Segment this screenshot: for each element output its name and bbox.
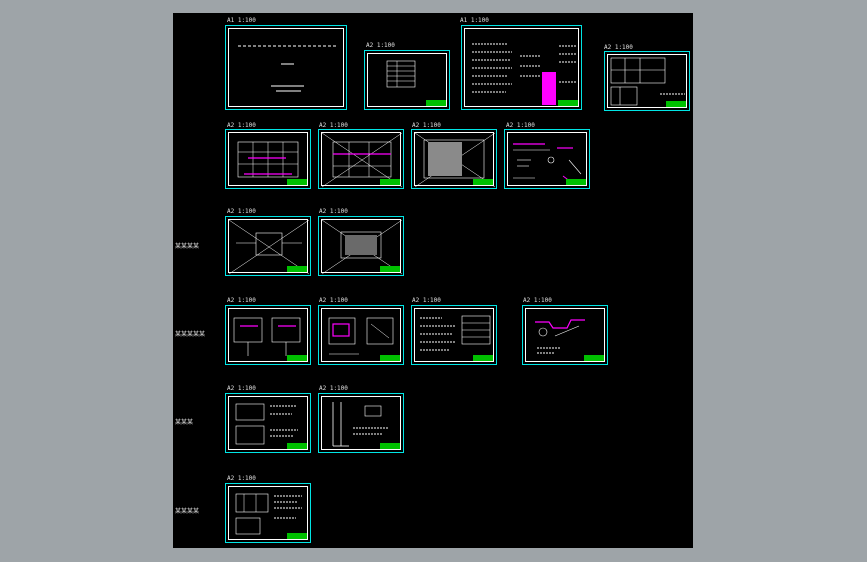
sheet-inner-border [321, 219, 401, 273]
title-block [380, 355, 400, 361]
title-block [566, 179, 586, 185]
crossed-plan [228, 219, 310, 275]
sheet-label: A2 1:100 [523, 297, 552, 304]
title-block [287, 443, 307, 449]
floor-plan [237, 141, 299, 178]
crossed-plan [321, 219, 403, 275]
water-plans [328, 317, 394, 355]
drawing-sheet-notes[interactable] [461, 25, 582, 110]
sheet-label: A1 1:100 [227, 17, 256, 24]
drawing-sheet-legend[interactable] [604, 51, 690, 111]
sheet-inner-border [321, 132, 401, 186]
title-block [287, 266, 307, 272]
title-block [666, 101, 686, 107]
sheet-inner-border [321, 308, 401, 362]
drawing-sheet-row6-1[interactable] [225, 483, 311, 543]
sheet-label: A1 1:100 [460, 17, 489, 24]
sheet-label: A2 1:100 [506, 122, 535, 129]
drawing-sheet-row5-1[interactable] [225, 393, 311, 453]
row-label-3: 某某某某 [175, 243, 200, 250]
drawing-sheet-index[interactable] [364, 50, 450, 110]
drawing-sheet-row4-3[interactable] [411, 305, 497, 365]
pipe-system [535, 319, 585, 354]
drawing-sheet-row4-4[interactable] [522, 305, 608, 365]
drawing-sheet-row4-1[interactable] [225, 305, 311, 365]
sheet-inner-border [228, 396, 308, 450]
drawing-sheet-row3-1[interactable] [225, 216, 311, 276]
sheet-inner-border [525, 308, 605, 362]
cover-text-lines [238, 45, 336, 92]
title-block [380, 443, 400, 449]
drawing-sheet-plan-3[interactable] [411, 129, 497, 189]
drawing-sheet-plan-1[interactable] [225, 129, 311, 189]
title-block [287, 179, 307, 185]
fire-pool-details [235, 493, 302, 535]
sheet-inner-border [414, 308, 494, 362]
sheet-inner-border [228, 308, 308, 362]
sheet-label: A2 1:100 [319, 208, 348, 215]
drawing-sheet-row4-2[interactable] [318, 305, 404, 365]
sheet-inner-border [228, 132, 308, 186]
sheet-inner-border [464, 28, 579, 107]
pool-details [235, 403, 298, 445]
notes-text-block [472, 43, 576, 105]
legend-table [610, 57, 685, 106]
title-block [558, 100, 578, 106]
sheet-label: A2 1:100 [412, 122, 441, 129]
sheet-label: A2 1:100 [227, 385, 256, 392]
drawing-sheet-row5-2[interactable] [318, 393, 404, 453]
sheet-inner-border [607, 54, 687, 108]
title-block [287, 355, 307, 361]
sheet-label: A2 1:100 [319, 297, 348, 304]
sheet-label: A2 1:100 [412, 297, 441, 304]
title-block [584, 355, 604, 361]
row-label-5: 某某某 [175, 419, 194, 426]
sheet-inner-border [367, 53, 447, 107]
sheet-label: A2 1:100 [366, 42, 395, 49]
title-block [426, 100, 446, 106]
row-label-4: 某某某某某 [175, 331, 206, 338]
sheet-inner-border [228, 28, 344, 107]
sheet-label: A2 1:100 [604, 44, 633, 51]
sheet-inner-border [507, 132, 587, 186]
sheet-inner-border [228, 486, 308, 540]
sheet-inner-border [228, 219, 308, 273]
title-block [380, 179, 400, 185]
drawing-canvas[interactable]: A1 1:100 A2 1:100 A1 1:100 [173, 13, 693, 548]
sheet-label: A2 1:100 [227, 297, 256, 304]
notes-table [420, 315, 491, 351]
drawing-sheet-details-1[interactable] [504, 129, 590, 189]
drawing-sheet-cover[interactable] [225, 25, 347, 110]
drawing-sheet-row3-2[interactable] [318, 216, 404, 276]
drawing-sheet-plan-2[interactable] [318, 129, 404, 189]
sheet-label: A2 1:100 [227, 208, 256, 215]
sheet-label: A2 1:100 [227, 122, 256, 129]
floor-plan-crossed [321, 132, 403, 188]
section-details [332, 402, 389, 447]
row-label-6: 某某某某 [175, 508, 200, 515]
title-block [473, 179, 493, 185]
index-table [386, 60, 416, 88]
sheet-label: A2 1:100 [319, 122, 348, 129]
sheet-label: A2 1:100 [227, 475, 256, 482]
floor-plan-filled [414, 132, 496, 188]
title-block [473, 355, 493, 361]
title-block [380, 266, 400, 272]
sheet-inner-border [414, 132, 494, 186]
sheet-inner-border [321, 396, 401, 450]
sheet-label: A2 1:100 [319, 385, 348, 392]
detail-sketches [513, 143, 582, 183]
title-block [287, 533, 307, 539]
water-plans [233, 317, 301, 356]
